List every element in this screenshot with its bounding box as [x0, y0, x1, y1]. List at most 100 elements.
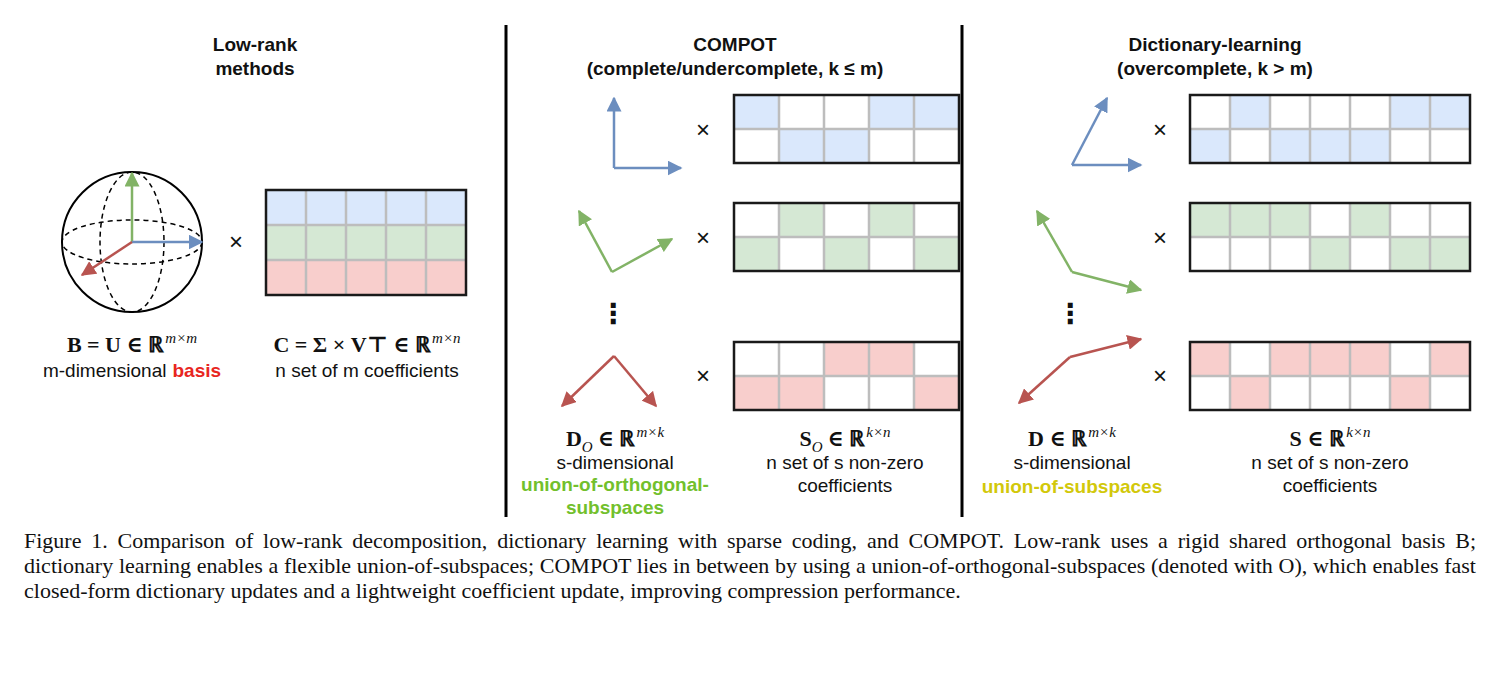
nonzero-cell [1390, 376, 1430, 410]
description-text: n set of s non-zero coefficients [1251, 452, 1408, 496]
matrix-grid [1190, 342, 1470, 410]
nonzero-cell [1230, 95, 1270, 129]
atom-vector [1070, 339, 1141, 357]
nonzero-cell [1350, 203, 1390, 237]
math-label: S ∈ ℝ [1290, 426, 1346, 451]
label-line: × [1153, 118, 1167, 143]
atom-vector [1072, 164, 1141, 167]
panel-heading: Dictionary-learning [1128, 34, 1301, 55]
matrix-grid [734, 203, 959, 271]
label-line: n set of s non-zero coefficients [745, 451, 945, 497]
label-line: Low-rank [213, 33, 297, 56]
panel-heading: (overcomplete, k > m) [1117, 58, 1313, 79]
nonzero-cell [869, 203, 914, 237]
description-text: n set of m coefficients [275, 360, 458, 381]
multiply-sign: × [229, 228, 243, 255]
nonzero-cell [1230, 376, 1270, 410]
label-line: (overcomplete, k > m) [1117, 57, 1313, 80]
nonzero-cell [1270, 203, 1310, 237]
highlight-text: union-of-subspaces [982, 476, 1163, 497]
multiply-sign: × [1153, 362, 1167, 389]
label-line: m-dimensionalbasis [43, 359, 221, 382]
sparse-matrix [734, 342, 959, 410]
nonzero-cell [779, 203, 824, 237]
panel-heading: COMPOT [693, 34, 776, 55]
math-label: S [799, 426, 811, 451]
matrix-grid [266, 190, 466, 295]
label-line: × [1153, 364, 1167, 389]
label-line: s-dimensional [1013, 451, 1130, 474]
nonzero-cell [1190, 342, 1230, 376]
label-line: union-of-subspaces [982, 475, 1163, 498]
atom-vector [1019, 357, 1070, 403]
math-label: D [566, 426, 582, 451]
orthogonal-atoms [562, 98, 681, 406]
description-text: s-dimensional [556, 452, 673, 473]
atom-vector [614, 356, 656, 406]
nonzero-cell [734, 95, 779, 129]
nonzero-cell [1430, 95, 1470, 129]
label-line: COMPOT [693, 33, 776, 56]
panel-heading: (complete/undercomplete, k ≤ m) [587, 58, 884, 79]
label-line: methods [215, 57, 294, 80]
nonzero-cell [1190, 129, 1230, 163]
panel-heading: methods [215, 58, 294, 79]
nonzero-cell [1310, 342, 1350, 376]
matrix-border [1190, 95, 1470, 163]
matrix-row [266, 190, 466, 225]
nonzero-cell [1310, 237, 1350, 271]
multiply-sign: × [696, 362, 710, 389]
nonzero-cell [1350, 342, 1390, 376]
label-line: × [229, 230, 243, 255]
multiply-sign: × [696, 116, 710, 143]
matrix-border [734, 95, 959, 163]
figure-caption: Figure 1. Comparison of low-rank decompo… [24, 528, 1476, 603]
basis-vector [82, 242, 132, 275]
label-line: n set of s non-zero coefficients [1230, 451, 1430, 497]
math-label: ∈ ℝ [828, 426, 866, 451]
nonzero-cell [914, 237, 959, 271]
multiply-sign: × [696, 224, 710, 251]
atom-vector [614, 167, 681, 170]
sparse-matrix [1190, 342, 1470, 410]
nonzero-cell [1190, 203, 1230, 237]
description-text: n set of s non-zero coefficients [766, 452, 923, 496]
atom-vector [562, 356, 614, 406]
nonzero-cell [1390, 237, 1430, 271]
math-label: B = U ∈ ℝ [67, 332, 164, 357]
atom-vector [612, 239, 672, 272]
superscript: m×k [636, 424, 664, 440]
nonzero-cell [779, 129, 824, 163]
matrix-grid [734, 95, 959, 163]
highlight-text: basis [172, 360, 221, 381]
nonzero-cell [824, 129, 869, 163]
matrix-border [1190, 342, 1470, 410]
label-line: DO∈ ℝm×k [566, 427, 664, 453]
nonzero-cell [1350, 129, 1390, 163]
atom-vector [1072, 98, 1107, 165]
matrix-grid [1190, 203, 1470, 271]
nonzero-cell [1430, 237, 1470, 271]
math-label: C = Σ × V⊤ ∈ ℝ [273, 332, 431, 357]
nonzero-cell [1270, 342, 1310, 376]
basis-vector [132, 241, 202, 244]
superscript: m×m [165, 330, 197, 346]
label-line: ⋮ [1056, 302, 1084, 328]
nonzero-cell [734, 237, 779, 271]
label-line: × [1153, 226, 1167, 251]
label-line: × [696, 364, 710, 389]
panel-divider [505, 25, 508, 517]
panel-divider [961, 25, 964, 517]
label-line: (complete/undercomplete, k ≤ m) [587, 57, 884, 80]
label-line: × [696, 226, 710, 251]
description-text: s-dimensional [1013, 452, 1130, 473]
sphere-basis [62, 172, 202, 312]
sparse-matrix [734, 95, 959, 163]
nonzero-cell [869, 95, 914, 129]
multiply-sign: × [1153, 224, 1167, 251]
label-line: S ∈ ℝk×n [1290, 427, 1371, 453]
atom-vector [1072, 272, 1141, 290]
label-line: union-of-orthogonal-subspaces [495, 473, 735, 519]
highlight-text: union-of-orthogonal-subspaces [521, 474, 709, 518]
